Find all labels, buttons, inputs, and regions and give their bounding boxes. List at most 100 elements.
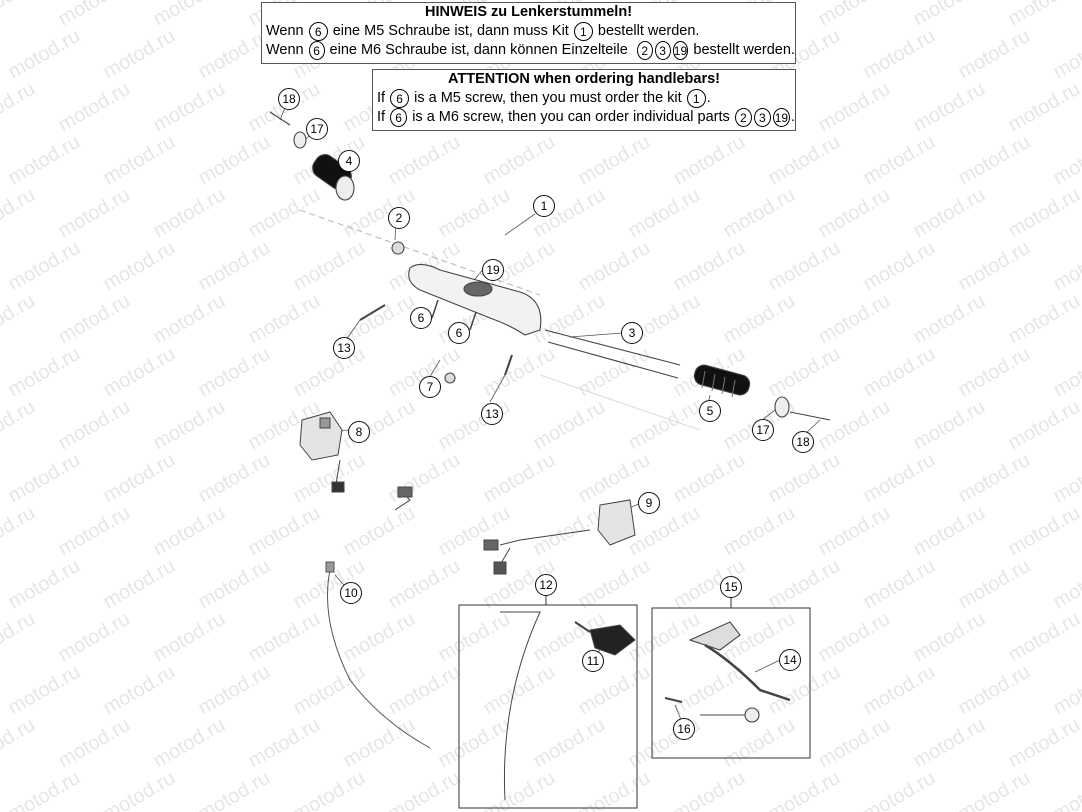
notice-german-line-1: Wenn 6 eine M5 Schraube ist, dann muss K… — [262, 22, 795, 41]
handlebar-tube-left — [299, 209, 541, 296]
part-callout-13: 13 — [481, 403, 503, 425]
part-callout-12: 12 — [535, 574, 557, 596]
part-callout-17: 17 — [306, 118, 328, 140]
part-callout-14: 14 — [779, 649, 801, 671]
bar-end-screw-18-left — [269, 111, 291, 126]
switch-9-connector-a — [483, 539, 499, 551]
switch-8-wire — [334, 459, 411, 511]
notice-german-title: HINWEIS zu Lenkerstummeln! — [424, 4, 633, 20]
ref-circle: 2 — [734, 108, 752, 127]
part-callout-19: 19 — [482, 259, 504, 281]
part-callout-18: 18 — [278, 88, 300, 110]
switch-8-housing — [299, 411, 343, 461]
part-callout-13: 13 — [333, 337, 355, 359]
bar-end-17-left — [293, 131, 307, 149]
notice-text: If — [377, 90, 386, 106]
ref-circle: 3 — [654, 41, 671, 60]
notice-text: is a M5 screw, then you must order the k… — [414, 90, 682, 106]
switch-8-connector-b — [397, 486, 413, 498]
notice-english: ATTENTION when ordering handlebars! If 6… — [372, 69, 796, 131]
switch-9-connector-b — [493, 561, 507, 575]
handlebar-assembly — [269, 111, 831, 431]
switch-8-connector-a — [331, 481, 345, 493]
notice-english-line-2: If 6 is a M6 screw, then you can order i… — [373, 108, 795, 127]
ref-circle: 3 — [753, 108, 771, 127]
notice-text: eine M5 Schraube ist, dann muss Kit — [332, 23, 569, 39]
spacer-2 — [391, 241, 405, 255]
ref-circle: 1 — [686, 89, 706, 108]
ref-circle: 6 — [390, 108, 408, 127]
bolt-13-left — [359, 304, 386, 321]
ref-circle: 2 — [636, 41, 653, 60]
part-callout-15: 15 — [720, 576, 742, 598]
switch-8-assembly — [299, 411, 413, 511]
switch-9-assembly — [483, 499, 636, 575]
part-callout-16: 16 — [673, 718, 695, 740]
notice-text: Wenn — [266, 23, 304, 39]
group-box-15 — [651, 596, 811, 759]
ref-circle: 1 — [573, 22, 593, 41]
notice-german: HINWEIS zu Lenkerstummeln! Wenn 6 eine M… — [261, 2, 796, 64]
lever-screw — [664, 697, 683, 703]
notice-text: Wenn — [266, 42, 304, 58]
lever-bracket — [688, 621, 741, 651]
notice-german-line-2: Wenn 6 eine M6 Schraube ist, dann können… — [262, 41, 795, 60]
ref-circle: 19 — [672, 41, 689, 60]
screw-6-b — [469, 311, 477, 331]
bolt-13-center — [504, 354, 513, 376]
part-callout-7: 7 — [419, 376, 441, 398]
grip-right — [693, 364, 751, 396]
switch-9-wire — [499, 529, 591, 566]
cable-12-fitting — [574, 621, 591, 633]
part-callout-17: 17 — [752, 419, 774, 441]
switch-9-housing — [597, 499, 636, 546]
notice-text: bestellt werden. — [597, 23, 700, 39]
part-callout-5: 5 — [699, 400, 721, 422]
part-callout-4: 4 — [338, 150, 360, 172]
part-callout-10: 10 — [340, 582, 362, 604]
notice-english-line-1: If 6 is a M5 screw, then you must order … — [373, 89, 795, 108]
cable-10 — [325, 561, 431, 749]
grip-left-end — [335, 175, 355, 201]
part-callout-6: 6 — [410, 307, 432, 329]
screw-6-a — [431, 299, 439, 319]
handlebar-shadow — [539, 374, 701, 431]
cable-12 — [500, 611, 541, 801]
cable-10-end — [325, 561, 335, 573]
switch-11 — [589, 624, 636, 656]
lever-group-15 — [664, 621, 791, 723]
part-callout-2: 2 — [388, 207, 410, 229]
clamp-bore — [463, 281, 493, 297]
part-callout-1: 1 — [533, 195, 555, 217]
switch-8-button — [319, 417, 331, 429]
part-callout-18: 18 — [792, 431, 814, 453]
handlebar-tube-right — [544, 329, 681, 379]
notice-text: . — [790, 109, 795, 125]
notice-text: bestellt werden. — [693, 42, 795, 58]
lever-14 — [704, 643, 791, 702]
part-callout-6: 6 — [448, 322, 470, 344]
group-box-12 — [458, 592, 638, 809]
part-callout-8: 8 — [348, 421, 370, 443]
notice-text: is a M6 screw, then you can order indivi… — [412, 109, 730, 125]
notice-text: eine M6 Schraube ist, dann können Einzel… — [329, 42, 628, 58]
nut-7 — [444, 372, 456, 384]
ref-circle: 19 — [772, 108, 790, 127]
notice-english-title: ATTENTION when ordering handlebars! — [447, 71, 721, 87]
notice-text: . — [706, 90, 711, 106]
cable-10-line — [327, 569, 431, 749]
part-callout-9: 9 — [638, 492, 660, 514]
ref-circle: 6 — [308, 22, 328, 41]
part-callout-3: 3 — [621, 322, 643, 344]
ref-circle: 6 — [308, 41, 325, 60]
group-box-12-frame — [458, 604, 638, 809]
clamp-body — [408, 263, 542, 336]
lever-pivot-16 — [744, 707, 760, 723]
grip-right-ribs — [701, 370, 736, 398]
ref-circle: 6 — [390, 89, 410, 108]
notice-text: If — [377, 109, 386, 125]
bar-end-screw-18-right — [789, 411, 831, 421]
bar-end-17-right — [774, 396, 790, 418]
part-11-group — [500, 611, 636, 801]
part-callout-11: 11 — [582, 650, 604, 672]
